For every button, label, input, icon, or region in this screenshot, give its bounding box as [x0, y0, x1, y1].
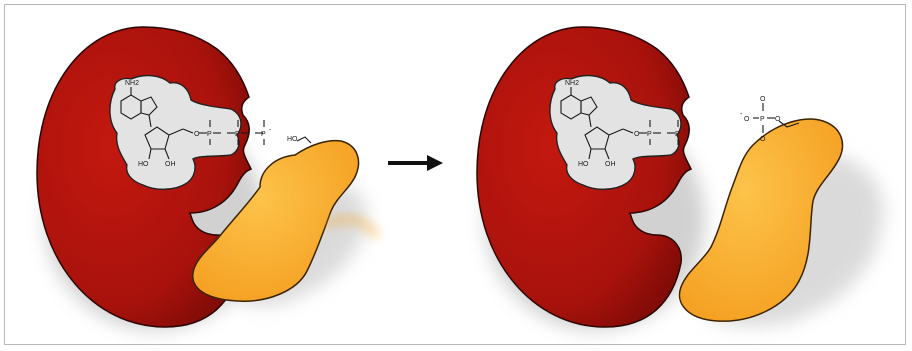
- phosphate-beta-label-right: P: [675, 131, 680, 138]
- substrate-hydroxyl-label: HO: [287, 136, 298, 143]
- phosphorylated-substrate: [678, 118, 844, 322]
- atp-molecule: [120, 87, 265, 160]
- adenine-amine-label: NH2: [125, 80, 139, 87]
- substrate-protein: [192, 139, 360, 302]
- ribose-ring: [144, 126, 170, 150]
- ribose-ho-label: HO: [138, 161, 149, 168]
- adenine-amine-label-right: NH2: [565, 80, 579, 87]
- phosphate-oxygen-ester: O: [775, 116, 781, 123]
- phosphate-beta-label: P: [235, 131, 240, 138]
- ribose-ho-label-right: HO: [578, 161, 589, 168]
- adp-labels: NH2 HO OH O P P -: [565, 80, 686, 168]
- adp-molecule: [560, 87, 679, 160]
- phosphate-oxygen-left: O: [744, 116, 750, 123]
- transferred-phosphate-label: P: [760, 116, 765, 123]
- phosphate-alpha-label: P: [207, 131, 212, 138]
- transferred-phosphate: O P O O O -: [740, 96, 800, 143]
- figure-frame: NH2 HO OH P P P O - HO: [4, 4, 906, 345]
- oxygen-label: O: [194, 131, 200, 138]
- adenine-ring-5: [140, 96, 158, 116]
- phosphate-gamma-label: P: [261, 131, 266, 138]
- phosphate-charge: -: [740, 111, 743, 118]
- ribose-oh-label: OH: [165, 161, 176, 168]
- right-arrow-icon: [388, 155, 443, 171]
- charge-label-right: -: [683, 127, 686, 134]
- charge-label: -: [269, 127, 272, 134]
- atp-labels: NH2 HO OH P P P O - HO: [125, 80, 298, 168]
- ribose-oh-label-right: OH: [605, 161, 616, 168]
- substrate-glow: [320, 214, 382, 240]
- substrate-hydroxyl-bond: [296, 136, 312, 144]
- phosphate-oxygen-bottom: O: [760, 136, 766, 143]
- phosphate-alpha-label-right: P: [647, 131, 652, 138]
- phosphate-oxygen-top: O: [760, 96, 766, 103]
- right-panel: NH2 HO OH O P P - O P O O O -: [476, 26, 884, 330]
- left-panel: NH2 HO OH P P P O - HO: [36, 26, 382, 330]
- kinase-reaction-diagram: NH2 HO OH P P P O - HO: [36, 26, 884, 330]
- oxygen-label-right: O: [634, 131, 640, 138]
